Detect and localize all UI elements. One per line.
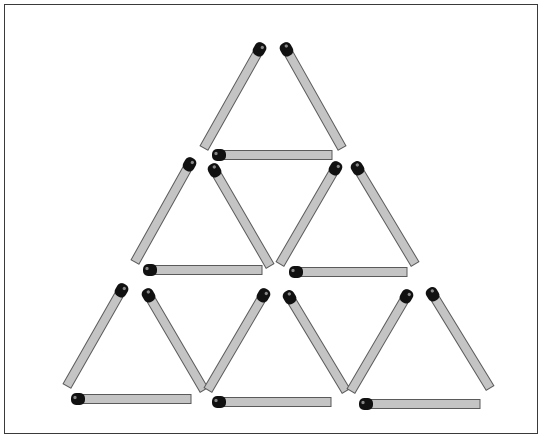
matchstick xyxy=(143,264,262,276)
matchstick-diagram xyxy=(5,5,539,435)
matchstick xyxy=(212,396,331,408)
matchstick xyxy=(199,40,268,151)
matchstick xyxy=(346,287,415,394)
matchstick-body xyxy=(371,400,480,409)
matchstick xyxy=(71,393,191,405)
matchstick-body xyxy=(276,170,337,266)
matchstick-head xyxy=(71,393,85,405)
matchstick-body xyxy=(224,398,331,407)
matchstick-head-highlight xyxy=(214,399,217,402)
matchstick-body xyxy=(155,266,262,275)
puzzle-frame xyxy=(4,4,538,434)
matchstick-head-highlight xyxy=(214,152,217,155)
matchstick-body xyxy=(301,268,407,277)
matchstick xyxy=(203,286,272,393)
matchstick-body xyxy=(288,299,350,393)
matchstick-body xyxy=(213,172,274,268)
matchstick-head-highlight xyxy=(291,269,294,272)
matchstick-body xyxy=(63,292,123,388)
matchstick-head xyxy=(212,396,226,408)
matchstick-head xyxy=(143,264,157,276)
matchstick-body xyxy=(224,151,332,160)
matchstick-body xyxy=(200,52,261,151)
matchstick-body xyxy=(83,395,191,404)
matchstick-body xyxy=(285,52,346,151)
matchstick xyxy=(62,281,130,389)
matchstick-head xyxy=(289,266,303,278)
matchstick xyxy=(349,159,420,267)
matchstick-body xyxy=(147,297,208,392)
matchstick-head-highlight xyxy=(361,401,364,404)
matchstick xyxy=(281,288,351,394)
matchstick-head-highlight xyxy=(145,267,148,270)
matchstick xyxy=(140,286,209,393)
matchstick-head xyxy=(359,398,373,410)
matchstick-body xyxy=(131,167,191,265)
matchstick-body xyxy=(204,297,265,392)
matchstick-head-highlight xyxy=(73,396,76,399)
matchstick-head xyxy=(212,149,226,161)
matchstick xyxy=(275,159,344,267)
matchstick xyxy=(212,149,332,161)
matchstick-body xyxy=(431,296,493,390)
matchstick xyxy=(278,40,347,151)
matchstick-body xyxy=(347,298,408,393)
matchstick xyxy=(289,266,407,278)
matchsticks-group xyxy=(62,40,495,410)
matchstick xyxy=(424,285,495,391)
matchstick-body xyxy=(356,170,419,266)
matchstick xyxy=(359,398,480,410)
matchstick xyxy=(206,161,275,269)
matchstick xyxy=(130,155,198,265)
